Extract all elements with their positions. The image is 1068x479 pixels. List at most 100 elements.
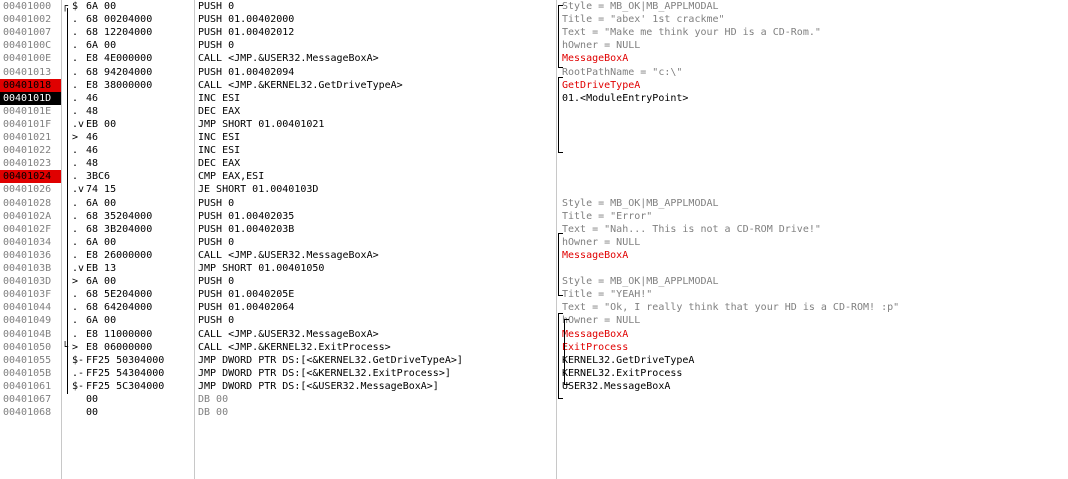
- disassembly-cell: INC ESI: [198, 92, 241, 104]
- hex-dump-cell: EB 13: [86, 263, 117, 274]
- jump-gutter-cell: ┌: [62, 1, 69, 12]
- disassembly-cell: PUSH 01.0040205E: [198, 289, 295, 301]
- hex-dump-cell: 68 3B204000: [86, 223, 153, 235]
- disassembly-cell: CALL <JMP.&USER32.MessageBoxA>: [198, 53, 379, 65]
- hex-dump-cell: 3BC6: [86, 171, 111, 183]
- address-cell: 0040102A: [3, 210, 52, 222]
- comment-cell: Text = "Ok, I really think that your HD …: [562, 302, 900, 314]
- comment-cell: [562, 170, 1062, 183]
- address-cell: 00401023: [3, 158, 52, 170]
- comment-cell: [562, 105, 1062, 118]
- address-cell: 0040101E: [3, 105, 52, 117]
- address-cell: 00401036: [3, 249, 52, 261]
- comment-cell: KERNEL32.ExitProcess: [562, 367, 683, 379]
- marker-cell: .: [72, 223, 79, 235]
- disassembly-cell: DB 00: [198, 394, 229, 405]
- hex-dump-cell: E8 11000000: [86, 328, 153, 340]
- address-cell: 00401007: [3, 27, 52, 39]
- hex-dump-cell: 6A 00: [86, 197, 117, 209]
- marker-cell: >: [72, 341, 79, 353]
- marker-cell: .: [72, 302, 79, 314]
- hex-dump-cell: E8 26000000: [86, 249, 153, 261]
- hex-dump-cell: 00: [86, 394, 99, 405]
- disassembly-cell: CALL <JMP.&KERNEL32.GetDriveTypeA>: [198, 79, 403, 91]
- comment-cell: Title = "abex' 1st crackme": [562, 14, 725, 26]
- address-cell: 00401026: [3, 184, 52, 196]
- disassembly-cell: INC ESI: [198, 145, 241, 157]
- hex-dump-cell: 00: [86, 407, 99, 419]
- hex-dump-cell: 6A 00: [86, 40, 117, 52]
- marker-cell: .: [72, 66, 79, 78]
- disassembly-cell: DEC EAX: [198, 105, 241, 117]
- address-cell: 00401024: [0, 170, 61, 184]
- marker-cell: .: [72, 105, 79, 117]
- address-cell: 00401002: [3, 14, 52, 26]
- marker-cell: $-: [72, 354, 85, 366]
- comment-bracket: [558, 5, 563, 68]
- comment-bracket: [558, 313, 563, 399]
- comment-cell: [562, 262, 1062, 275]
- address-cell: 0040100E: [3, 53, 52, 65]
- comment-cell: [562, 393, 1062, 406]
- address-cell: 00401022: [3, 145, 52, 157]
- comment-bracket: [558, 233, 563, 296]
- hex-dump-cell: 74 15: [86, 184, 117, 196]
- disassembly-cell: INC ESI: [198, 132, 241, 143]
- disassembly-cell: PUSH 0: [198, 315, 235, 327]
- address-cell: 00401067: [3, 394, 52, 405]
- hex-dump-cell: 46: [86, 132, 99, 143]
- disassembly-cell: JMP SHORT 01.00401050: [198, 263, 325, 274]
- jump-gutter-cell: [62, 406, 71, 419]
- marker-cell: .: [72, 171, 79, 183]
- hex-dump-cell: FF25 54304000: [86, 367, 165, 379]
- marker-cell: [72, 406, 86, 419]
- hex-dump-cell: 46: [86, 92, 99, 104]
- column-separator-hex: [194, 0, 195, 479]
- address-cell: 00401034: [3, 236, 52, 248]
- comment-cell: USER32.MessageBoxA: [562, 380, 671, 392]
- hex-dump-cell: 68 94204000: [86, 66, 153, 78]
- address-cell: 00401044: [3, 302, 52, 314]
- marker-cell: .: [72, 145, 79, 157]
- table-row[interactable]: 00401067 00 DB 00: [0, 393, 1068, 406]
- comment-cell: Style = MB_OK|MB_APPLMODAL: [562, 197, 719, 209]
- address-cell: 00401049: [3, 315, 52, 327]
- comment-cell: ExitProcess: [562, 341, 629, 353]
- marker-cell: >: [72, 276, 79, 288]
- disassembly-cell: JMP DWORD PTR DS:[<&KERNEL32.ExitProcess…: [198, 367, 451, 379]
- disassembly-cell: CALL <JMP.&USER32.MessageBoxA>: [198, 249, 379, 261]
- marker-cell: .v: [72, 263, 85, 274]
